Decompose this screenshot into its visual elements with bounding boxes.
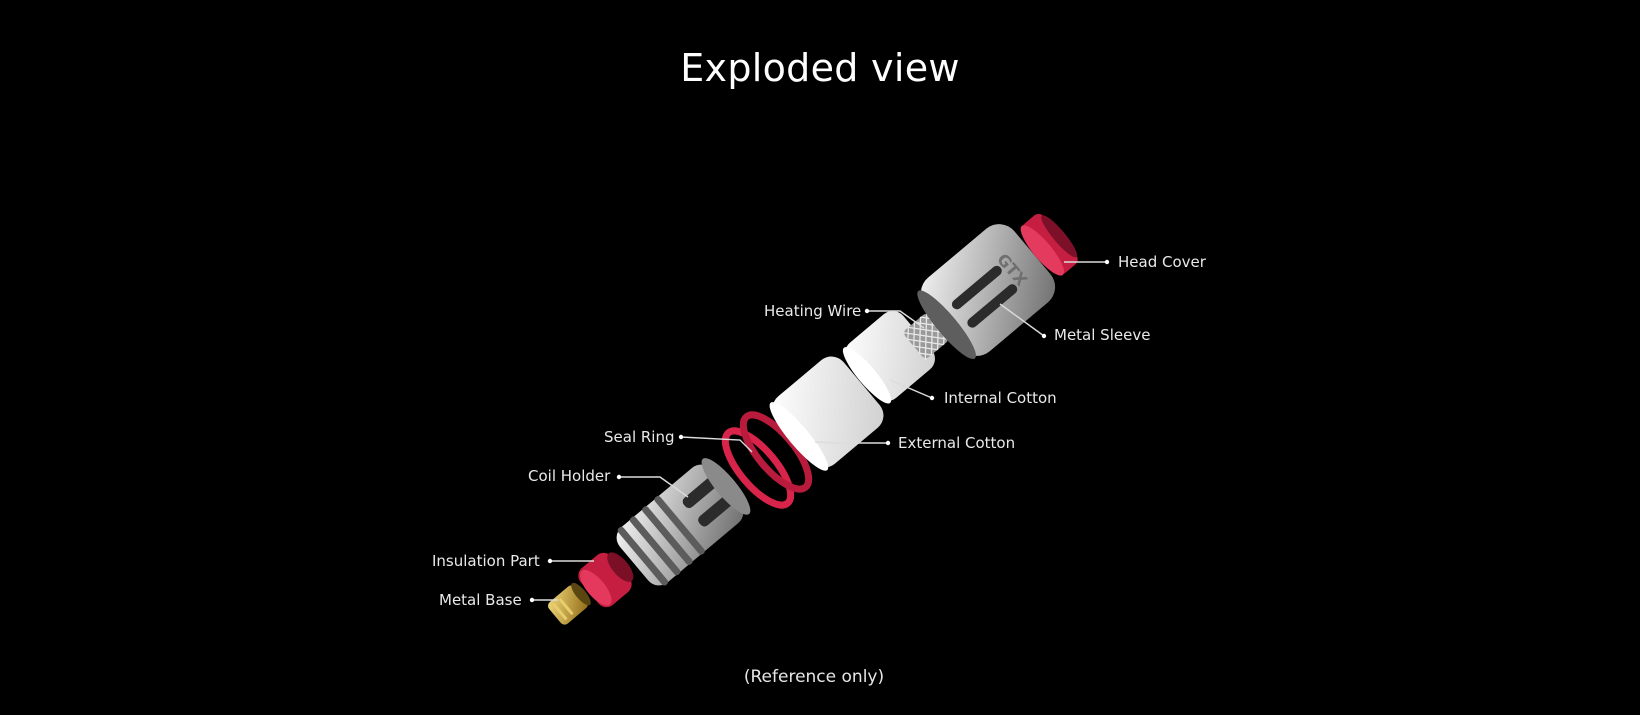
callout-lines bbox=[529, 259, 1110, 603]
label-head-cover: Head Cover bbox=[1118, 253, 1206, 271]
label-heating-wire: Heating Wire bbox=[764, 302, 862, 320]
label-seal-ring: Seal Ring bbox=[604, 428, 675, 446]
label-metal-base: Metal Base bbox=[439, 591, 522, 609]
coil-holder-shape bbox=[616, 458, 751, 586]
metal-base-part bbox=[548, 582, 591, 625]
metal-sleeve-shape: GTX bbox=[917, 224, 1056, 360]
head-cover-shape bbox=[1020, 213, 1078, 276]
label-internal-cotton: Internal Cotton bbox=[944, 389, 1057, 407]
label-coil-holder: Coil Holder bbox=[528, 467, 611, 485]
footnote: (Reference only) bbox=[743, 667, 885, 687]
label-metal-sleeve: Metal Sleeve bbox=[1054, 326, 1151, 344]
label-external-cotton: External Cotton bbox=[898, 434, 1016, 452]
page-title: Exploded view bbox=[680, 46, 960, 90]
insulation-part-shape bbox=[578, 552, 634, 608]
label-insulation-part: Insulation Part bbox=[432, 552, 540, 570]
external-cotton-shape bbox=[769, 356, 884, 471]
